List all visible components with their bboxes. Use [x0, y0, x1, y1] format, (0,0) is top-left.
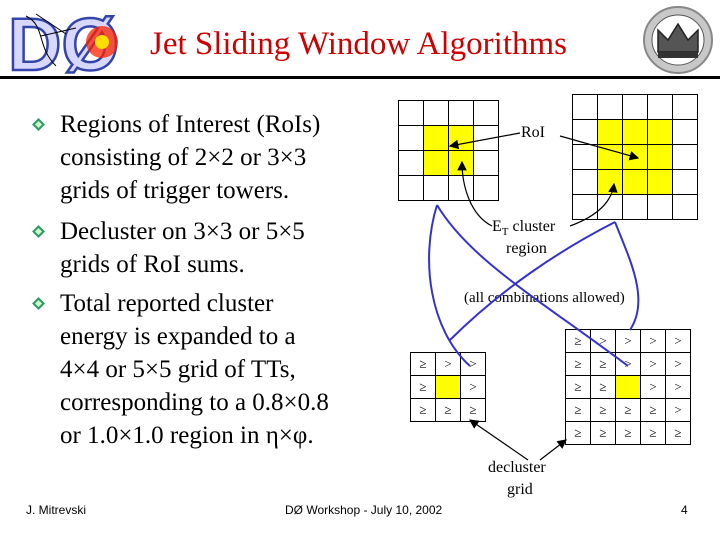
crest-icon: [640, 4, 716, 76]
roi-label: RoI: [521, 124, 545, 141]
bullet-3-line-4: corresponding to a 0.8×0.8: [60, 389, 329, 416]
decluster-arrow-right: [539, 439, 567, 461]
decluster-3x3-grid: ≥>> ≥> ≥≥≥: [410, 352, 486, 422]
slide-title: Jet Sliding Window Algorithms: [150, 26, 568, 62]
bullet-1-line-2: consisting of 2×2 or 3×3: [60, 144, 307, 171]
curve-2x2-to-3x3: [428, 204, 471, 367]
roi-arrow-right: [559, 135, 640, 161]
roi-arrow-left: [448, 132, 521, 150]
bullet-2-line-1: Decluster on 3×3 or 5×5: [60, 218, 305, 245]
et-region-label: region: [506, 240, 547, 257]
bullet-2-line-2: grids of RoI sums.: [60, 251, 245, 278]
grid-label: grid: [507, 481, 533, 498]
bullet-diamond-icon: [32, 118, 45, 131]
title-divider: [0, 76, 720, 79]
bullet-3-line-3: 4×4 or 5×5 grid of TTs,: [60, 356, 296, 383]
et-arrow-right: [569, 182, 618, 227]
curve-2x2-to-5x5: [436, 204, 629, 367]
roi-3x3-grid: [572, 94, 698, 220]
bullet-3-line-2: energy is expanded to a: [60, 323, 296, 350]
curve-3x3-to-5x5: [614, 221, 640, 331]
bullet-diamond-icon: [32, 297, 45, 310]
combinations-label: (all combinations allowed): [464, 290, 625, 306]
et-cluster-label: ET cluster: [492, 218, 556, 239]
bullet-1-line-1: Regions of Interest (RoIs): [60, 111, 321, 138]
decluster-5x5-grid: ≥>>>> ≥≥>>> ≥≥>> ≥≥≥≥> ≥≥≥≥≥: [565, 329, 691, 445]
et-arrow-left: [457, 160, 493, 227]
footer-event: DØ Workshop - July 10, 2002: [285, 503, 443, 517]
footer-page-number: 4: [681, 503, 688, 517]
bullet-3-line-5: or 1.0×1.0 region in η×φ.: [60, 422, 314, 449]
do-logo: DØ: [6, 2, 134, 88]
decluster-arrow-left: [469, 419, 529, 461]
curve-3x3-to-3x3: [449, 221, 616, 341]
bullet-diamond-icon: [32, 225, 45, 238]
bullet-1-line-3: grids of trigger towers.: [60, 177, 290, 204]
decluster-label: decluster: [488, 459, 546, 476]
roi-2x2-grid: [398, 100, 499, 201]
footer-author: J. Mitrevski: [26, 503, 86, 517]
bullet-3-line-1: Total reported cluster: [60, 290, 274, 317]
